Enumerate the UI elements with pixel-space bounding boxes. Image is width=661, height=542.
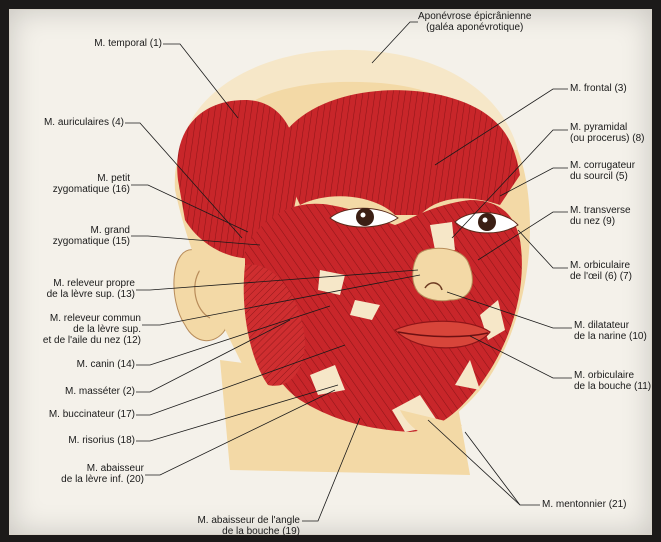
label-abaisseur-angle: M. abaisseur de l'angle de la bouche (19… <box>160 515 300 537</box>
label-orbiculaire-oeil: M. orbiculaire de l'œil (6) (7) <box>570 260 632 282</box>
label-temporal: M. temporal (1) <box>60 38 162 49</box>
nose <box>413 248 473 301</box>
label-masseter: M. masséter (2) <box>30 386 135 397</box>
label-corrugateur: M. corrugateur du sourcil (5) <box>570 160 635 182</box>
label-buccinateur: M. buccinateur (17) <box>20 409 135 420</box>
label-mentonnier: M. mentonnier (21) <box>542 499 626 510</box>
label-pyramidal: M. pyramidal (ou procerus) (8) <box>570 122 644 144</box>
label-transverse: M. transverse du nez (9) <box>570 205 631 227</box>
label-risorius: M. risorius (18) <box>30 435 135 446</box>
label-frontal: M. frontal (3) <box>570 83 627 94</box>
label-grand-zygomatique: M. grand zygomatique (15) <box>20 225 130 247</box>
label-abaisseur-levre: M. abaisseur de la lèvre inf. (20) <box>20 463 144 485</box>
label-petit-zygomatique: M. petit zygomatique (16) <box>20 173 130 195</box>
label-auriculaires: M. auriculaires (4) <box>18 117 124 128</box>
label-releveur-propre: M. releveur propre de la lèvre sup. (13) <box>15 278 135 300</box>
label-releveur-commun: M. releveur commun de la lèvre sup. et d… <box>15 313 141 346</box>
label-aponevrose: Aponévrose épicrânienne (galéa aponévrot… <box>418 11 531 33</box>
label-dilatateur: M. dilatateur de la narine (10) <box>574 320 647 342</box>
label-orbiculaire-bouche: M. orbiculaire de la bouche (11) <box>574 370 651 392</box>
label-canin: M. canin (14) <box>30 359 135 370</box>
